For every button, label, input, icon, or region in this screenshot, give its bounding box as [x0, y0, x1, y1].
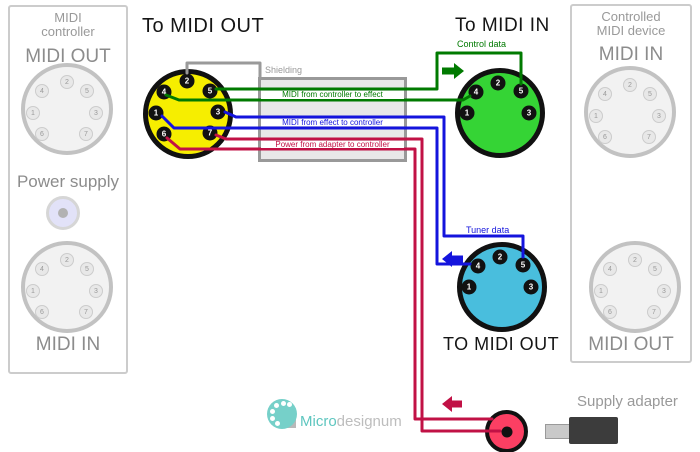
green-wire-label: MIDI from controller to effect	[261, 91, 404, 99]
pin-3: 3	[210, 104, 226, 120]
red-wire-label: Power from adapter to controller	[261, 141, 404, 149]
power-supply-label: Power supply	[16, 172, 120, 191]
pin-6: 6	[156, 126, 172, 142]
pin-2: 2	[623, 78, 637, 92]
pin-3: 3	[89, 284, 103, 298]
panel-title-line1: Controlled	[601, 9, 661, 24]
red-wire-bottom	[165, 136, 494, 421]
pin-1: 1	[26, 106, 40, 120]
pin-6: 6	[603, 305, 617, 319]
panel-title-line1: MIDI	[54, 10, 82, 25]
pin-3: 3	[89, 106, 103, 120]
pin-4: 4	[468, 84, 484, 100]
pin-2: 2	[490, 75, 506, 91]
yellow-plug-title: To MIDI OUT	[142, 15, 265, 37]
arrow-left-icon	[442, 251, 463, 267]
pin-1: 1	[589, 109, 603, 123]
pin-2: 2	[179, 73, 195, 89]
cyan-plug-title: TO MIDI OUT	[443, 334, 560, 354]
panel-title-line2: MIDI device	[596, 23, 666, 38]
microdesignum-logo-text: Microdesignum	[300, 413, 402, 430]
pin-5: 5	[648, 262, 662, 276]
pin-7: 7	[79, 127, 93, 141]
pin-5: 5	[80, 84, 94, 98]
pin-4: 4	[470, 258, 486, 274]
midi-in-label: MIDI IN	[598, 44, 664, 65]
pin-7: 7	[79, 305, 93, 319]
arrow-right-icon	[442, 63, 464, 79]
adapter-barrel-body	[569, 417, 618, 444]
pin-5: 5	[515, 257, 531, 273]
pin-1: 1	[461, 279, 477, 295]
pin-7: 7	[647, 305, 661, 319]
logo-text-primary: Micro	[300, 413, 337, 430]
tuner-data-label: Tuner data	[466, 225, 510, 235]
pin-4: 4	[35, 262, 49, 276]
blue-wire-label: MIDI from effect to controller	[261, 119, 404, 127]
panel-title-line2: controller	[41, 24, 95, 39]
midi-out-label: MIDI OUT	[25, 46, 111, 67]
pin-2: 2	[492, 249, 508, 265]
pin-2: 2	[628, 253, 642, 267]
pin-4: 4	[156, 84, 172, 100]
pin-5: 5	[643, 87, 657, 101]
pin-4: 4	[598, 87, 612, 101]
midi-out-label: MIDI OUT	[588, 334, 674, 355]
pin-5: 5	[513, 83, 529, 99]
pin-3: 3	[523, 279, 539, 295]
pin-5: 5	[80, 262, 94, 276]
power-jack-center-pin	[58, 208, 68, 218]
pin-1: 1	[148, 105, 164, 121]
pin-4: 4	[603, 262, 617, 276]
control-data-label: Control data	[457, 39, 507, 49]
pin-6: 6	[35, 305, 49, 319]
pin-1: 1	[26, 284, 40, 298]
pin-2: 2	[60, 253, 74, 267]
pin-4: 4	[35, 84, 49, 98]
pin-6: 6	[598, 130, 612, 144]
pin-1: 1	[594, 284, 608, 298]
pin-6: 6	[35, 127, 49, 141]
pin-2: 2	[60, 75, 74, 89]
shielding-label: Shielding	[265, 65, 303, 75]
pin-7: 7	[202, 125, 218, 141]
pin-3: 3	[521, 105, 537, 121]
pin-3: 3	[652, 109, 666, 123]
supply-adapter-label: Supply adapter	[577, 393, 678, 410]
logo-text-secondary: designum	[336, 413, 402, 430]
power-plug	[485, 410, 528, 452]
pin-1: 1	[459, 105, 475, 121]
pin-3: 3	[657, 284, 671, 298]
green-plug-title: To MIDI IN	[455, 15, 550, 36]
midi-in-label: MIDI IN	[35, 334, 101, 355]
microdesignum-logo-icon	[267, 399, 297, 429]
arrow-left-icon	[442, 396, 462, 412]
power-supply-socket	[46, 196, 80, 230]
pin-5: 5	[202, 83, 218, 99]
power-plug-center-pin	[501, 426, 512, 437]
pin-7: 7	[642, 130, 656, 144]
